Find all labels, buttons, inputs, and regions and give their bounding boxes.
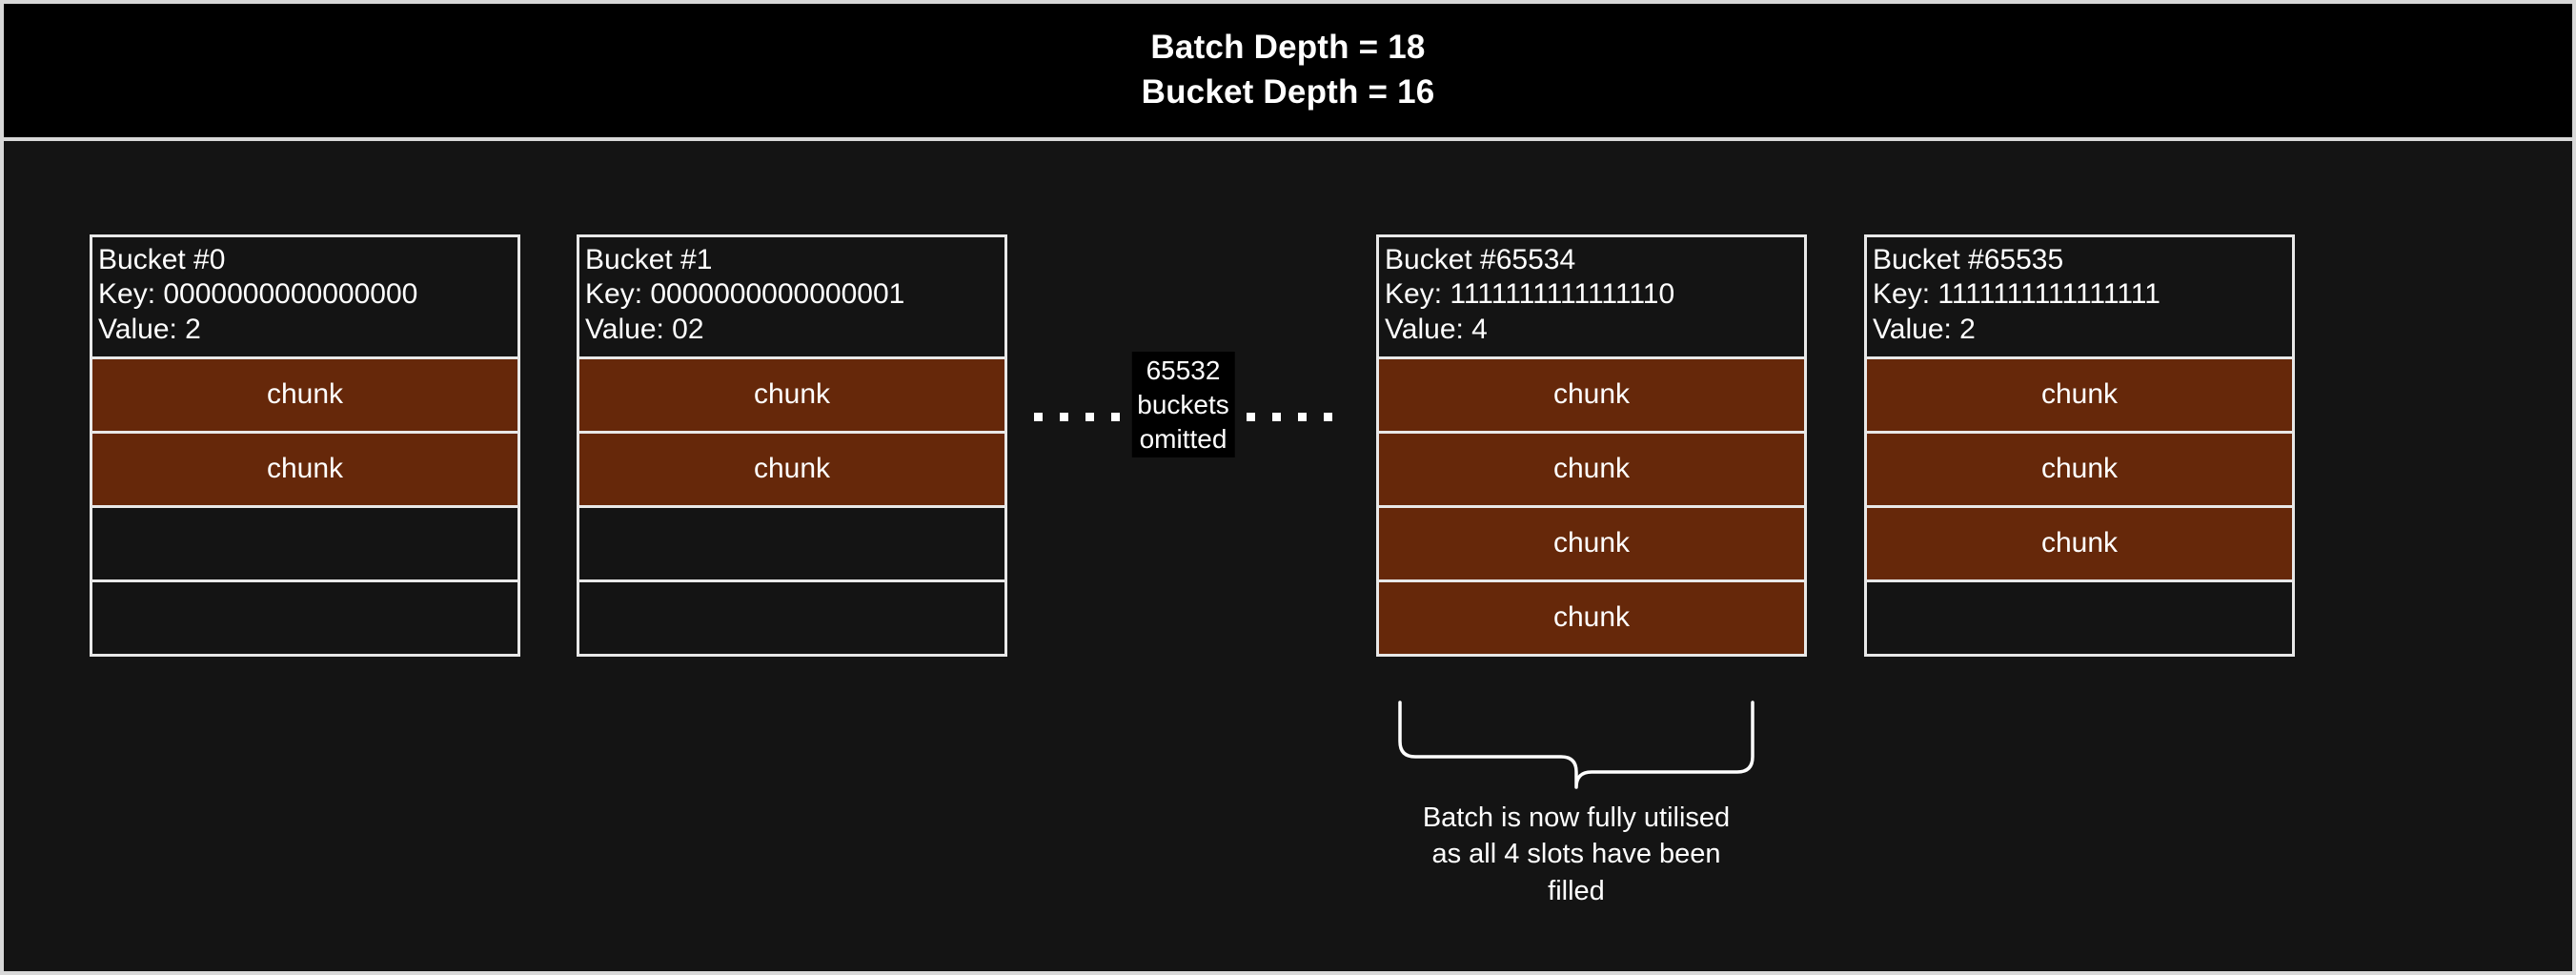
slot-label: chunk [753, 453, 831, 485]
bucket-slot [579, 504, 1004, 579]
bucket-slots-3: chunk chunk chunk [1867, 355, 2292, 654]
bucket-slot [579, 579, 1004, 654]
dot-icon [1298, 413, 1307, 421]
dot-icon [1085, 413, 1094, 421]
bucket-slot: chunk [92, 430, 517, 505]
bucket-depth-label: Bucket Depth = 16 [1141, 73, 1435, 111]
bucket-slot: chunk [1867, 430, 2292, 505]
slot-label: chunk [753, 378, 831, 411]
bucket-info-1: Bucket #1 Key: 0000000000000001 Value: 0… [579, 237, 1004, 356]
slot-label: chunk [1552, 527, 1631, 559]
bucket-slots-1: chunk chunk [579, 355, 1004, 654]
dot-icon [1324, 413, 1332, 421]
dot-icon [1111, 413, 1120, 421]
slot-label: chunk [1552, 601, 1631, 634]
bucket-value-2: Value: 4 [1385, 313, 1488, 345]
bucket-slot: chunk [1379, 504, 1804, 579]
bucket-slot: chunk [1867, 355, 2292, 431]
omitted-buckets-label: 65532 buckets omitted [1131, 352, 1235, 458]
bucket-value-0: Value: 2 [98, 313, 201, 345]
bucket-key-2: Key: 1111111111111110 [1385, 278, 1675, 311]
slot-label: chunk [2040, 527, 2119, 559]
bucket-title-1: Bucket #1 [585, 244, 713, 275]
bucket-card-1: Bucket #1 Key: 0000000000000001 Value: 0… [577, 234, 1007, 657]
bucket-value-1: Value: 02 [585, 313, 704, 345]
bucket-slots-0: chunk chunk [92, 355, 517, 654]
bucket-info-0: Bucket #0 Key: 0000000000000000 Value: 2 [92, 237, 517, 356]
slot-label: chunk [1552, 378, 1631, 411]
bucket-slots-2: chunk chunk chunk chunk [1379, 355, 1804, 654]
dot-icon [1247, 413, 1255, 421]
batch-depth-label: Batch Depth = 18 [1150, 29, 1426, 67]
bucket-value-3: Value: 2 [1873, 313, 1976, 345]
slot-label: chunk [2040, 453, 2119, 485]
caption-line-1: Batch is now fully utilised [1422, 802, 1731, 833]
bucket-slot: chunk [92, 355, 517, 431]
bucket-card-2: Bucket #65534 Key: 1111111111111110 Valu… [1376, 234, 1807, 657]
bucket-slot: chunk [1379, 430, 1804, 505]
bucket-card-0: Bucket #0 Key: 0000000000000000 Value: 2… [90, 234, 520, 657]
curly-brace-icon [1397, 700, 1755, 790]
omitted-word: buckets [1137, 389, 1229, 419]
omitted-state: omitted [1139, 423, 1227, 454]
bucket-info-3: Bucket #65535 Key: 1111111111111111 Valu… [1867, 237, 2292, 356]
ellipsis-dots-left [1034, 413, 1120, 421]
slot-label: chunk [1552, 453, 1631, 485]
dot-icon [1034, 413, 1043, 421]
slot-label: chunk [2040, 378, 2119, 411]
bucket-card-3: Bucket #65535 Key: 1111111111111111 Valu… [1864, 234, 2295, 657]
batch-utilisation-caption: Batch is now fully utilised as all 4 slo… [1338, 800, 1815, 909]
slot-label: chunk [266, 453, 344, 485]
bucket-slot: chunk [579, 430, 1004, 505]
bucket-slot [92, 504, 517, 579]
bucket-slot: chunk [1867, 504, 2292, 579]
dot-icon [1060, 413, 1068, 421]
omitted-count: 65532 [1146, 355, 1221, 385]
slot-label: chunk [266, 378, 344, 411]
bucket-title-2: Bucket #65534 [1385, 244, 1576, 275]
bucket-key-0: Key: 0000000000000000 [98, 278, 418, 311]
bucket-key-1: Key: 0000000000000001 [585, 278, 905, 311]
bucket-title-3: Bucket #65535 [1873, 244, 2064, 275]
bucket-title-0: Bucket #0 [98, 244, 226, 275]
ellipsis-dots-right [1247, 413, 1332, 421]
bucket-slot: chunk [579, 355, 1004, 431]
omitted-buckets-indicator: 65532 buckets omitted [1028, 352, 1338, 466]
caption-line-2: as all 4 slots have been [1431, 839, 1721, 870]
bucket-slot [1867, 579, 2292, 654]
bucket-slot [92, 579, 517, 654]
dot-icon [1272, 413, 1281, 421]
bucket-slot: chunk [1379, 579, 1804, 654]
header-band: Batch Depth = 18 Bucket Depth = 16 [4, 4, 2572, 141]
bucket-key-3: Key: 1111111111111111 [1873, 278, 2160, 311]
bucket-slot: chunk [1379, 355, 1804, 431]
bucket-info-2: Bucket #65534 Key: 1111111111111110 Valu… [1379, 237, 1804, 356]
caption-line-3: filled [1548, 875, 1605, 906]
